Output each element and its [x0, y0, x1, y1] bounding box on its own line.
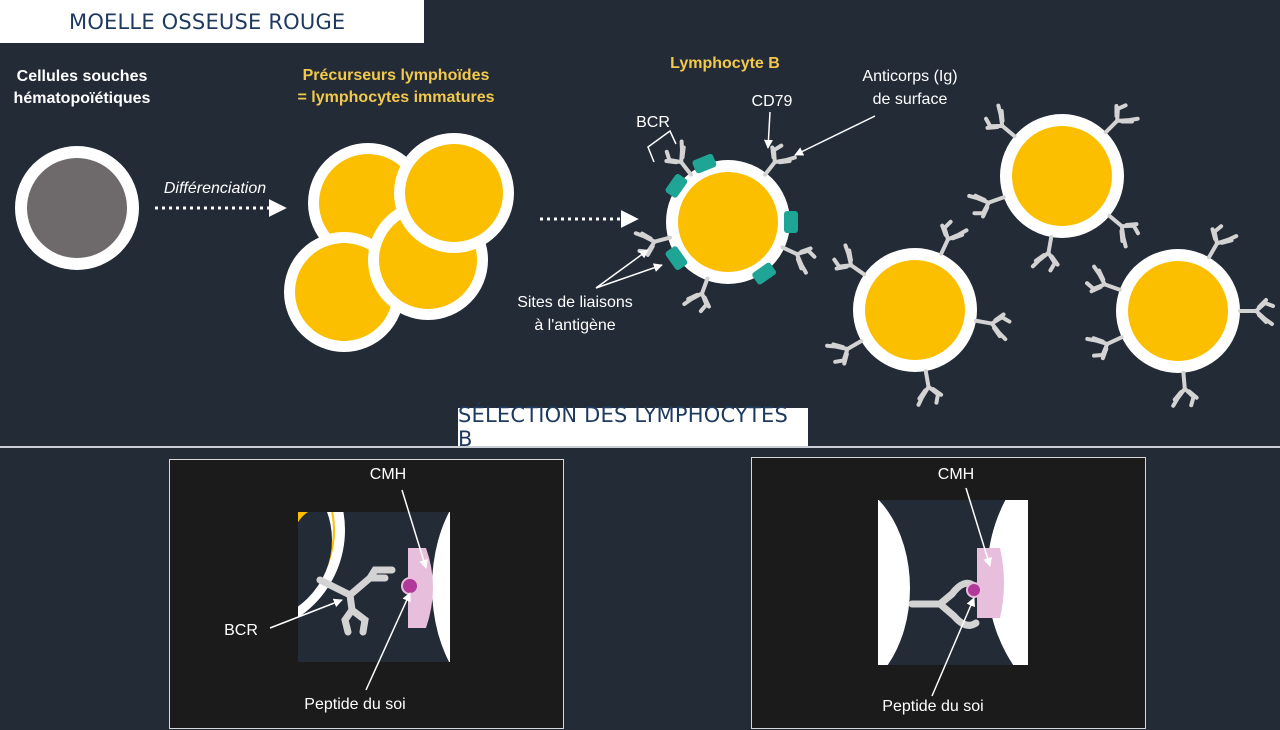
- sites-label-line2: à l'antigène: [534, 317, 616, 334]
- antibody-label-line2: de surface: [872, 91, 948, 108]
- selection-panel-1: CMH BCR Peptide du soi: [169, 459, 564, 729]
- panel-1-bcr-label: BCR: [224, 622, 258, 639]
- b-lymphocyte-2: [966, 101, 1144, 274]
- sites-label-line1: Sites de liaisons: [517, 294, 633, 311]
- cd79-markers: [665, 153, 798, 285]
- precursor-cluster: [284, 133, 514, 352]
- panel-1-cmh-label: CMH: [369, 466, 407, 483]
- section-divider: [0, 446, 1280, 448]
- differentiation-label: Différenciation: [163, 180, 267, 197]
- b-lymphocyte-3: [824, 217, 1013, 408]
- precursors-label-line1: Précurseurs lymphoïdes: [302, 67, 490, 84]
- selection-panel-2: CMH Peptide du soi: [751, 457, 1146, 729]
- cd79-label: CD79: [751, 93, 793, 110]
- section-title: SÉLECTION DES LYMPHOCYTES B: [458, 403, 808, 451]
- antibody-label-line1: Anticorps (Ig): [862, 68, 958, 85]
- panel-1-illustration: [269, 489, 450, 691]
- page-title: MOELLE OSSEUSE ROUGE: [0, 0, 424, 43]
- precursors-label-line2: = lymphocytes immatures: [297, 89, 495, 106]
- panel-2-peptide-label: Peptide du soi: [882, 698, 984, 715]
- b-lymphocyte: [632, 138, 819, 316]
- pointer-lines: [595, 111, 876, 289]
- stem-cell: [15, 146, 139, 270]
- lymphocyte-b-label: Lymphocyte B: [670, 55, 780, 72]
- b-lymphocyte-4: [1082, 221, 1275, 409]
- panel-2-cmh-label: CMH: [937, 466, 975, 483]
- bcr-label: BCR: [636, 114, 670, 131]
- panel-1-peptide-label: Peptide du soi: [304, 696, 406, 713]
- panel-2-illustration: [878, 487, 1028, 697]
- stem-cells-label: Cellules souches hématopoïétiques: [13, 68, 151, 107]
